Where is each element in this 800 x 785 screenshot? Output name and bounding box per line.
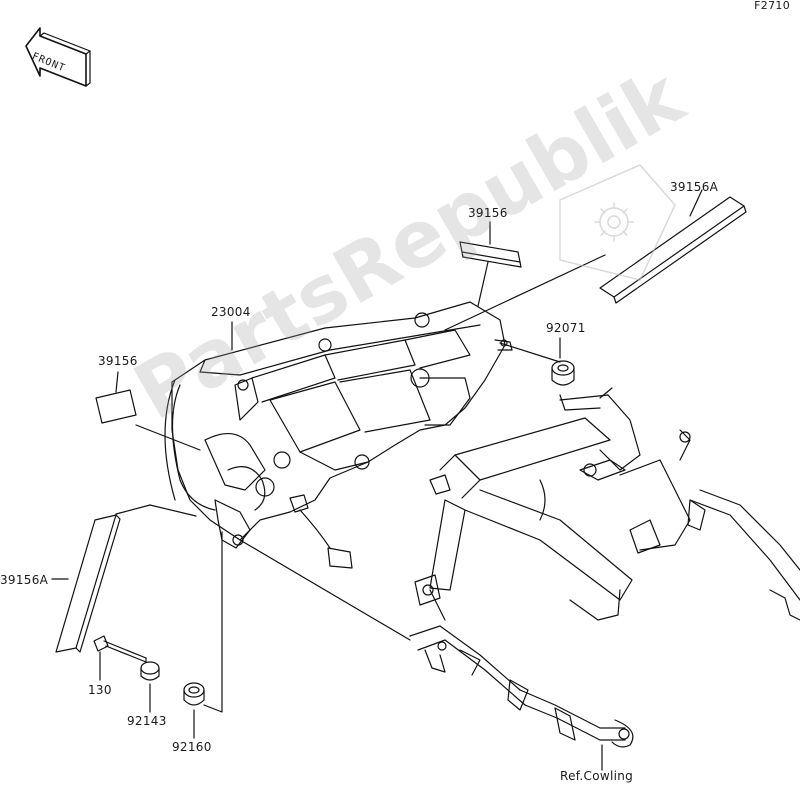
part-number-39156-upper: 39156 bbox=[468, 206, 508, 220]
wire bbox=[299, 509, 331, 549]
part-number-39156a-left: 39156A bbox=[0, 573, 49, 587]
figure-code: F2710 bbox=[754, 0, 790, 12]
sticker-upper-shape bbox=[459, 241, 522, 268]
collar-92143 bbox=[140, 661, 160, 681]
front-arrow-icon bbox=[25, 27, 91, 87]
headlight-assembly bbox=[164, 301, 513, 549]
headlight-bracket-frame bbox=[409, 387, 800, 748]
sticker-left-shape bbox=[95, 389, 137, 424]
part-number-92071: 92071 bbox=[546, 321, 586, 335]
sticker-long-right-shape bbox=[599, 196, 747, 304]
grommet-92071 bbox=[551, 360, 575, 386]
part-number-39156-left: 39156 bbox=[98, 354, 138, 368]
part-number-92160: 92160 bbox=[172, 740, 212, 754]
reference-cowling: Ref.Cowling bbox=[560, 769, 634, 783]
part-number-92143: 92143 bbox=[127, 714, 167, 728]
part-number-23004: 23004 bbox=[211, 305, 251, 319]
leader-line bbox=[689, 189, 703, 217]
connector bbox=[327, 547, 353, 569]
part-number-130: 130 bbox=[88, 683, 112, 697]
sticker-long-left-shape bbox=[55, 514, 121, 653]
watermark-gear-icon bbox=[559, 164, 676, 281]
bolt-130 bbox=[93, 635, 147, 663]
part-number-39156a-right: 39156A bbox=[670, 180, 719, 194]
grommet-92160 bbox=[183, 682, 205, 706]
